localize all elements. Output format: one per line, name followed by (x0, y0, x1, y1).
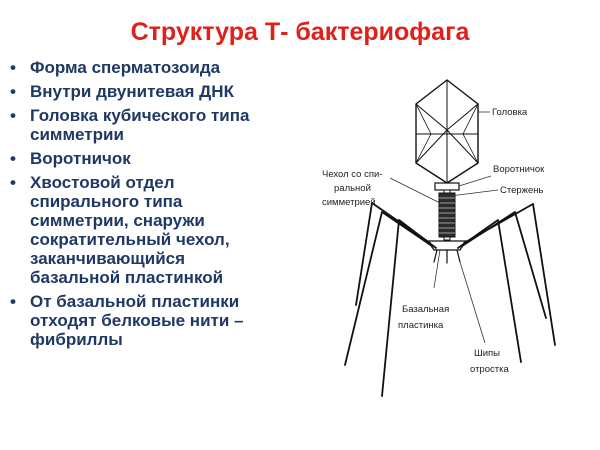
phage-tail-fibers (344, 202, 556, 397)
phage-collar (434, 182, 460, 191)
label-spikes-1: Шипы (474, 348, 500, 359)
label-baseplate-1: Базальная (402, 304, 449, 315)
bullet-line: отходят белковые нити – (30, 311, 244, 330)
bullet-line: заканчивающийся (30, 249, 186, 268)
bullet-item: • Форма сперматозоида (8, 58, 298, 77)
bullet-line: симметрии, снаружи (30, 211, 205, 230)
bullet-list: • Форма сперматозоида • Внутри двунитевая … (8, 58, 298, 354)
bullet-line: Воротничок (30, 149, 131, 168)
bullet-item: • Воротничок (8, 149, 298, 168)
label-sheath-3: симметрией (322, 197, 376, 208)
label-sheath-1: Чехол со спи- (322, 169, 382, 180)
bullet-line: От базальной пластинки (30, 292, 240, 311)
phage-sheath (438, 192, 456, 238)
phage-tail-spikes (433, 249, 461, 264)
bullet-line: Головка кубического типа (30, 106, 250, 125)
label-baseplate-2: пластинка (398, 320, 444, 331)
bullet-dot-icon: • (10, 173, 16, 192)
bullet-dot-icon: • (10, 149, 16, 168)
bullet-line: фибриллы (30, 330, 123, 349)
bullet-dot-icon: • (10, 82, 16, 101)
bullet-line: спирального типа (30, 192, 183, 211)
bullet-item: • Внутри двунитевая ДНК (8, 82, 298, 101)
label-collar: Воротничок (493, 164, 545, 175)
bullet-line: симметрии (30, 125, 124, 144)
label-sheath-2: ральной (334, 183, 371, 194)
label-spikes-2: отростка (470, 364, 509, 375)
bullet-line: базальной пластинкой (30, 268, 224, 287)
bullet-line: сократительный чехол, (30, 230, 230, 249)
slide-title: Структура Т- бактериофага (130, 18, 470, 46)
bullet-line: Форма сперматозоида (30, 58, 221, 77)
bacteriophage-diagram: Головка Воротничок Стержень Чехол со спи… (322, 79, 556, 397)
label-leader-lines (389, 111, 499, 344)
bullet-dot-icon: • (10, 58, 16, 77)
bullet-line: Внутри двунитевая ДНК (30, 82, 234, 101)
bullet-line: Хвостовой отдел (30, 173, 175, 192)
bullet-dot-icon: • (10, 106, 16, 125)
phage-baseplate (426, 240, 468, 251)
label-head: Головка (492, 107, 528, 118)
label-core: Стержень (500, 185, 544, 196)
phage-head (415, 79, 479, 184)
bullet-dot-icon: • (10, 292, 16, 311)
